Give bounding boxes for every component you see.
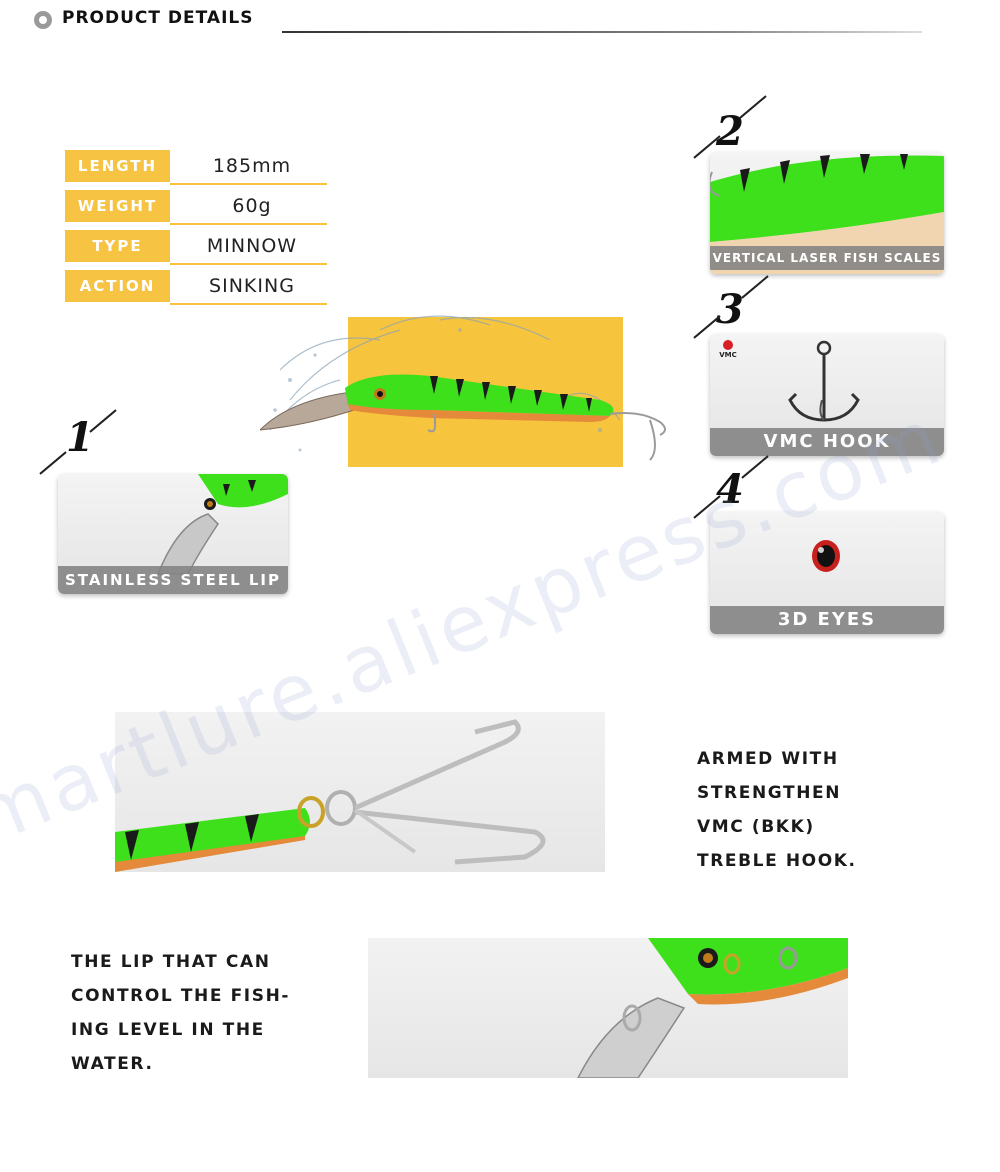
feature-caption: 3D EYES [710,606,944,634]
bullet-icon [34,11,52,29]
hook-closeup-image [115,712,605,872]
hero-lure-image [260,310,690,480]
hook-description-line: TREBLE HOOK. [697,851,857,871]
3d-eye-icon [812,540,840,572]
hook-description-line: ARMED WITH [697,749,839,769]
spec-label: TYPE [65,230,170,262]
spec-label: LENGTH [65,150,170,182]
header-divider [282,31,922,33]
spec-divider [170,263,327,265]
feature-card-eyes: 3D EYES [710,512,944,634]
slash-decoration [739,95,767,119]
slash-decoration [39,451,67,475]
lure-illustration [260,315,666,461]
spec-divider [170,183,327,185]
spec-value: 60g [232,195,272,217]
feature-number-4: 4 [716,466,744,513]
spec-row-weight: WEIGHT 60g [65,190,327,226]
lip-description-line: ING LEVEL IN THE [71,1020,265,1040]
hook-description: ARMED WITH STRENGTHEN VMC (BKK) TREBLE H… [697,742,857,878]
hook-closeup-illustration [115,719,546,872]
hook-description-line: VMC (BKK) [697,817,815,837]
lip-description-line: THE LIP THAT CAN [71,952,271,972]
slash-decoration [741,275,769,299]
feature-card-hook: VMC VMC HOOK [710,334,944,456]
section-header: PRODUCT DETAILS [34,6,922,33]
spec-divider [170,303,327,305]
lip-description-line: WATER. [71,1054,154,1074]
lip-description: THE LIP THAT CAN CONTROL THE FISH- ING L… [71,945,290,1081]
section-title: PRODUCT DETAILS [62,8,254,28]
vmc-logo-text: VMC [719,351,737,359]
feature-number-1: 1 [66,414,94,461]
spec-value: SINKING [209,275,295,297]
lip-description-line: CONTROL THE FISH- [71,986,291,1006]
vmc-logo-icon: VMC [716,340,740,364]
spec-value: MINNOW [206,235,298,257]
spec-table: LENGTH 185mm WEIGHT 60g TYPE MINNOW ACTI… [65,150,327,310]
hook-description-line: STRENGTHEN [697,783,842,803]
spec-row-action: ACTION SINKING [65,270,327,306]
feature-number-3: 3 [716,286,744,333]
spec-row-type: TYPE MINNOW [65,230,327,266]
spec-label: ACTION [65,270,170,302]
feature-caption: STAINLESS STEEL LIP [58,566,288,594]
feature-card-scales: VERTICAL LASER FISH SCALES [710,152,944,274]
spec-label: WEIGHT [65,190,170,222]
spec-value: 185mm [212,155,292,177]
treble-hook-icon [788,340,860,422]
lip-closeup-illustration [577,938,848,1078]
lip-closeup-image [368,938,848,1078]
feature-card-lip: STAINLESS STEEL LIP [58,474,288,594]
feature-caption: VERTICAL LASER FISH SCALES [710,246,944,270]
lip-closeup-image [156,474,288,575]
feature-caption: VMC HOOK [710,428,944,456]
spec-divider [170,223,327,225]
spec-row-length: LENGTH 185mm [65,150,327,186]
feature-number-2: 2 [716,108,744,155]
